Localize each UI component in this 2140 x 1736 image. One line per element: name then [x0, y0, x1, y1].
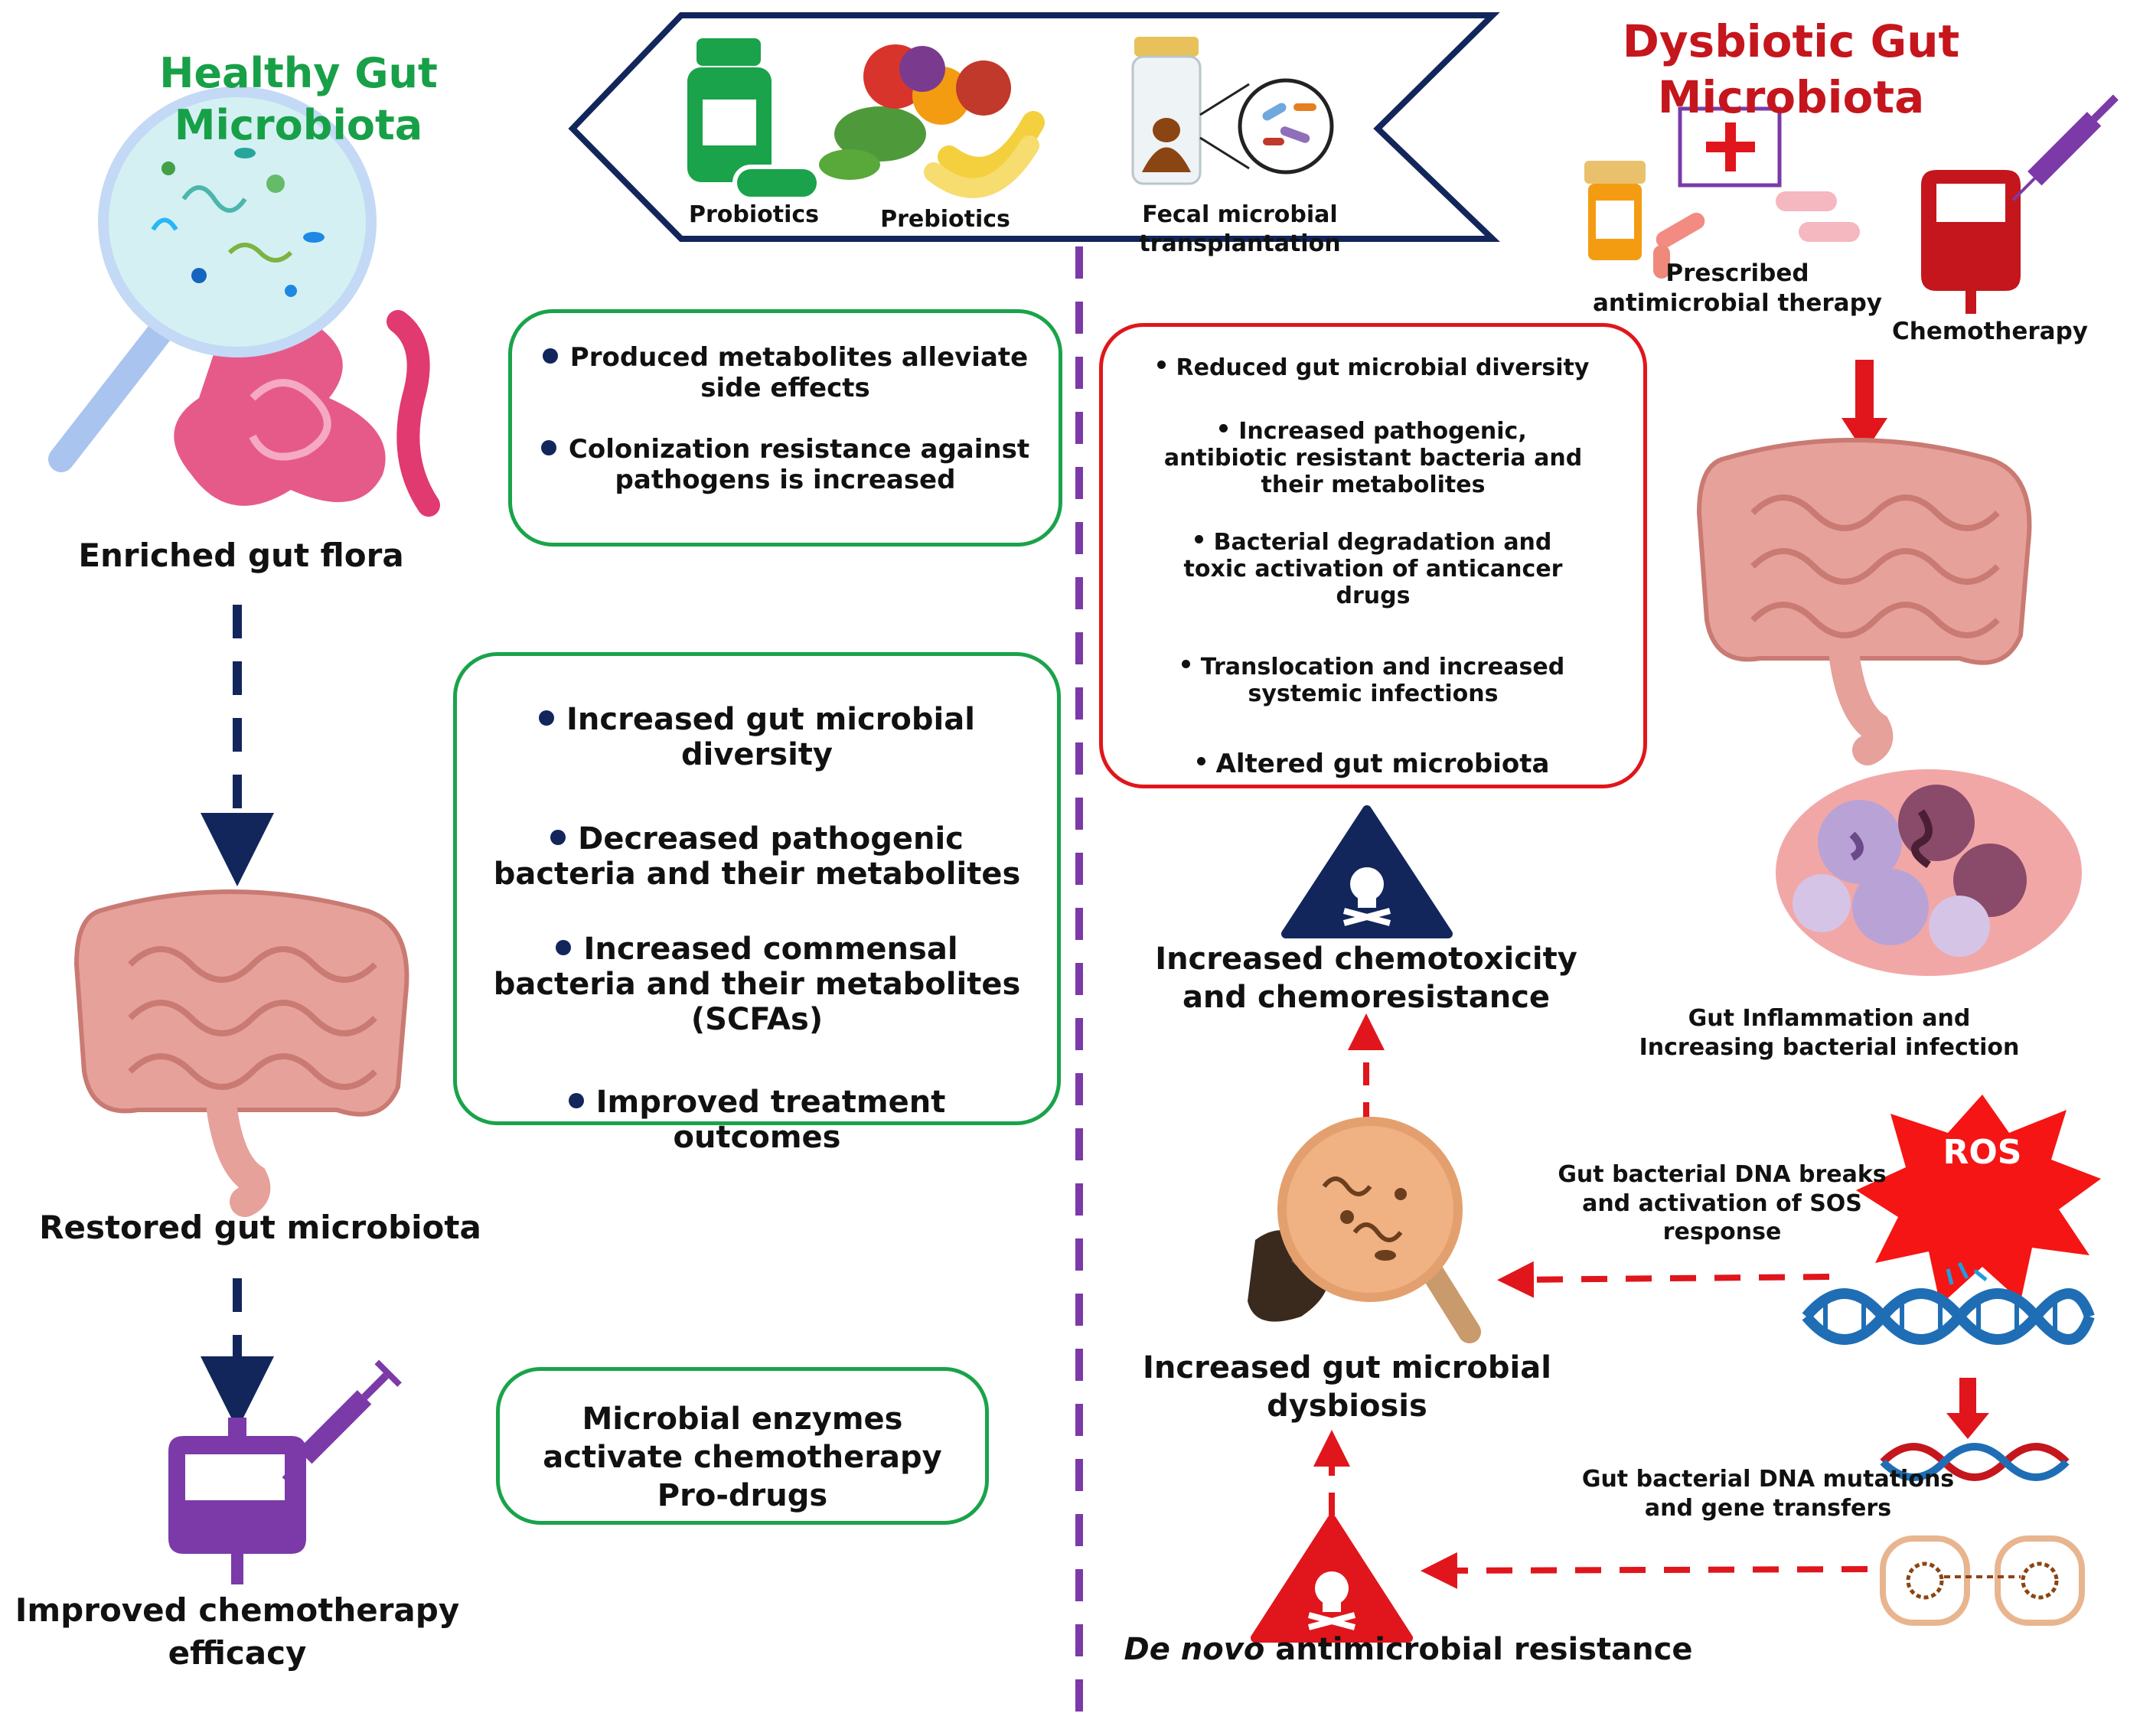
amr-label-italic: De novo — [1124, 1632, 1265, 1667]
improved-efficacy-label-line2: efficacy — [168, 1634, 307, 1672]
bullet-dot — [556, 940, 572, 955]
bullet-dot — [1196, 757, 1205, 765]
fmt-label: Fecal microbial transplantation — [1139, 201, 1341, 257]
dysbiosis-magnifier-icon — [1248, 1117, 1481, 1343]
enzymes-text: Microbial enzymes activate chemotherapy … — [543, 1402, 942, 1513]
healthy-box2-item: Improved treatment outcomes — [480, 1085, 1034, 1155]
prebiotics-fruits-icon — [819, 44, 1045, 198]
enriched-gut-flora-label: Enriched gut flora — [78, 537, 404, 574]
dysbiosis-label: Increased gut microbial dysbiosis — [1143, 1350, 1551, 1424]
syringe-purple-icon — [282, 1359, 402, 1480]
bullet-dot — [539, 710, 555, 726]
healthy-box2-item: Increased gut microbial diversity — [480, 702, 1034, 772]
healthy-box2-item: Increased commensal bacteria and their m… — [493, 932, 1021, 1037]
dysbiotic-effect-item: Reduced gut microbial diversity — [1129, 354, 1617, 381]
prescribed-antimicrobial-label: Prescribed antimicrobial therapy — [1593, 259, 1882, 317]
healthy-box2-item: Decreased pathogenic bacteria and their … — [493, 821, 1021, 892]
healthy-box1-item: Colonization resistance against pathogen… — [535, 434, 1036, 495]
inflammation-label: Gut Inflammation and Increasing bacteria… — [1639, 1005, 2020, 1061]
arrow-transfer-to-amr — [1421, 1552, 1868, 1589]
amr-label: De novo antimicrobial resistance — [1102, 1630, 1714, 1669]
dysbiotic-effect-item: Bacterial degradation and toxic activati… — [1183, 529, 1563, 609]
bacteria-gene-transfer-icon — [1880, 1535, 2085, 1626]
chemotherapy-label: Chemotherapy — [1892, 318, 2088, 345]
dna-helix-icon — [1802, 1261, 2095, 1345]
chemotoxicity-label: Increased chemotoxicity and chemoresista… — [1155, 941, 1577, 1015]
improved-efficacy-label-line1: Improved chemotherapy — [15, 1591, 460, 1629]
healthy-benefits-box-1: Produced metabolites alleviate side effe… — [508, 309, 1062, 547]
arrow-dna-to-mutation — [1946, 1378, 1989, 1439]
healthy-benefits-box-2: Increased gut microbial diversity Decrea… — [453, 652, 1061, 1155]
probiotics-label: Probiotics — [688, 201, 820, 228]
probiotics-bottle-icon — [687, 38, 821, 201]
dysbiotic-effect-item: Increased pathogenic, antibiotic resista… — [1163, 418, 1583, 498]
enriched-gut-flora-icon — [48, 86, 440, 517]
bullet-dot — [1219, 424, 1228, 432]
syringe-purple-icon-2 — [2011, 94, 2119, 201]
dysbiotic-title: Dysbiotic Gut Microbiota — [1622, 15, 1960, 123]
bullet-dot — [542, 348, 558, 364]
arrow-dna-to-dysbiosis — [1497, 1261, 1830, 1298]
iv-bag-red-icon — [1921, 170, 2021, 314]
healthy-enzymes-box: Microbial enzymes activate chemotherapy … — [496, 1367, 989, 1525]
toxicity-warning-icon — [1281, 805, 1453, 938]
dysbiotic-effects-box: Reduced gut microbial diversity Increase… — [1099, 323, 1647, 788]
restored-intestine-icon — [73, 889, 409, 1217]
arrow-therapy-to-gut — [1842, 360, 1887, 453]
mutated-dna-icon — [1880, 1443, 2070, 1481]
dysbiotic-effect-item: Translocation and increased systemic inf… — [1129, 654, 1617, 707]
amr-label-text: antimicrobial resistance — [1264, 1632, 1693, 1667]
bullet-dot — [1194, 535, 1203, 543]
restored-gut-microbiota-label: Restored gut microbiota — [39, 1209, 481, 1246]
iv-bag-purple-icon — [168, 1418, 306, 1584]
ros-label: ROS — [1943, 1133, 2022, 1172]
healthy-title: Healthy Gut Microbiota — [159, 49, 438, 149]
bullet-dot — [540, 439, 556, 455]
bullet-dot — [550, 830, 566, 845]
ros-burst-icon — [1856, 1095, 2101, 1305]
dna-breaks-label: Gut bacterial DNA breaks and activation … — [1558, 1161, 1887, 1245]
antimicrobial-pills-icon — [1584, 106, 1860, 279]
bullet-dot — [1156, 361, 1166, 369]
bullet-dot — [568, 1093, 584, 1108]
mutations-label: Gut bacterial DNA mutations and gene tra… — [1581, 1466, 1955, 1522]
fmt-jar-icon — [1131, 37, 1334, 185]
inflammation-cells-icon — [1776, 769, 2082, 976]
bullet-dot — [1181, 660, 1190, 668]
healthy-box1-item: Produced metabolites alleviate side effe… — [535, 342, 1036, 403]
dysbiotic-effect-item: Altered gut microbiota — [1129, 749, 1617, 779]
prebiotics-label: Prebiotics — [880, 206, 1010, 233]
dysbiotic-intestine-icon — [1696, 438, 2032, 765]
resistance-warning-icon — [1251, 1515, 1413, 1643]
